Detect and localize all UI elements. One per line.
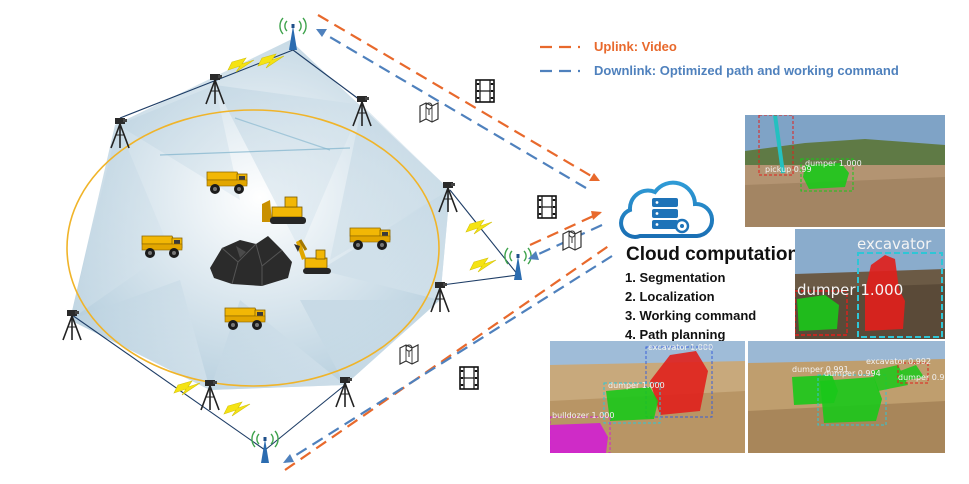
detection-label: bulldozer 1.000	[552, 411, 615, 420]
map-location-icon	[399, 344, 419, 365]
excavator-icon	[294, 239, 331, 274]
cloud-computation-title: Cloud computation:	[626, 244, 806, 265]
step-localization: 2. Localization	[625, 289, 715, 304]
step-working-command: 3. Working command	[625, 308, 757, 323]
uplink-legend-label: Uplink: Video	[594, 39, 677, 54]
detection-label: dumper 0.995	[898, 373, 945, 382]
detection-label: dumper 1.000	[608, 381, 665, 390]
lightning-icon	[223, 401, 251, 417]
orbit-ellipse	[66, 109, 440, 387]
detection-label: dumper 0.994	[824, 369, 881, 378]
detection-photo-4: excavator 0.992 dumper 0.991 dumper 0.99…	[748, 341, 945, 453]
coal-pile-icon	[210, 236, 292, 286]
detection-label: dumper 1.000	[805, 159, 862, 168]
cloud-server-icon	[619, 180, 714, 239]
bulldozer-icon	[262, 196, 306, 224]
downlink-arrowheads	[283, 29, 539, 463]
lightning-icon	[465, 219, 493, 235]
film-strip-icon	[537, 195, 557, 219]
computation-steps-list: 1. Segmentation 2. Localization 3. Worki…	[625, 268, 756, 344]
step-path-planning: 4. Path planning	[625, 327, 726, 342]
lightning-icon	[469, 257, 497, 273]
detection-label: pickup 0.99	[765, 165, 812, 174]
detection-photo-3: excavator 1.000 dumper 1.000 bulldozer 1…	[550, 341, 745, 453]
detection-photo-1: pickup 0.99 dumper 1.000	[745, 115, 945, 227]
downlink-legend-label: Downlink: Optimized path and working com…	[594, 63, 899, 78]
step-segmentation: 1. Segmentation	[625, 270, 726, 285]
antenna-tower-icon	[251, 430, 279, 464]
uplink-arrows	[284, 14, 611, 471]
detection-photo-2: excavator dumper 1.000	[795, 229, 945, 339]
detection-label: excavator 1.000	[648, 343, 714, 352]
camera-coverage-area	[70, 40, 450, 390]
lightning-icon	[173, 380, 201, 396]
detection-label: dumper 0.991	[792, 365, 849, 374]
detection-label: dumper 1.000	[797, 281, 904, 299]
detection-label: excavator 0.992	[866, 357, 932, 366]
map-location-icon	[562, 230, 582, 251]
map-location-icon	[419, 102, 439, 123]
film-strip-icon	[459, 366, 479, 390]
detection-label: excavator	[857, 235, 932, 253]
uplink-arrowheads	[589, 173, 602, 220]
film-strip-icon	[475, 79, 495, 103]
